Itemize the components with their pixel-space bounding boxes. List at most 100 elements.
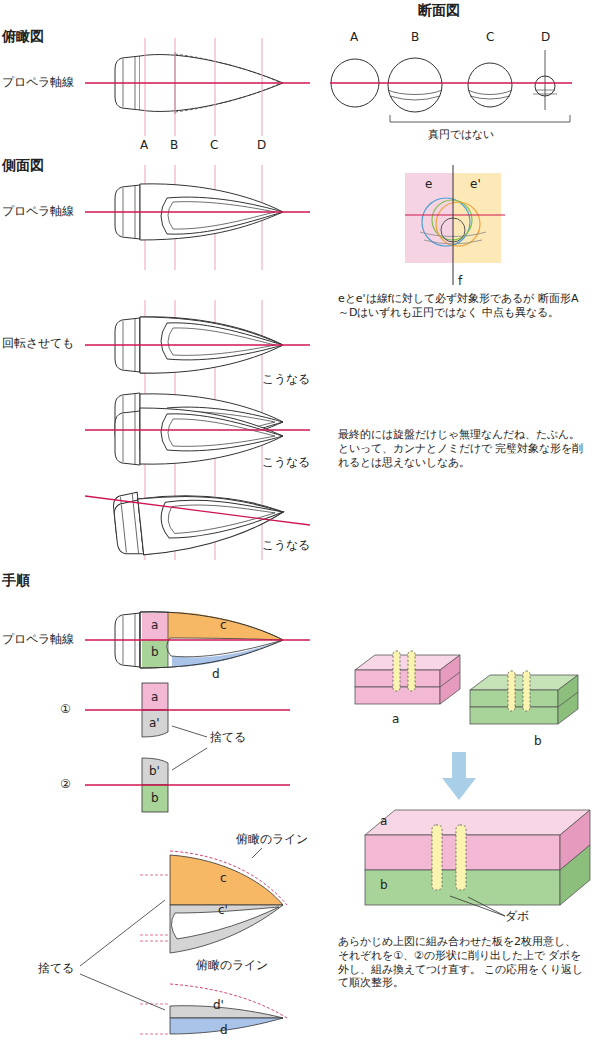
symmetry-figure <box>405 165 505 285</box>
cross-sections <box>331 50 570 122</box>
label: d' <box>213 998 224 1013</box>
axis-line <box>85 344 310 345</box>
axis-line <box>85 211 310 212</box>
cut-piece-d <box>170 984 287 1018</box>
note-text: あらかじめ上図に組み合わせた板を2枚用意し、 それぞれを①、②の形状に削り出した… <box>338 935 588 990</box>
label: a <box>392 712 399 727</box>
label: ダボ <box>505 909 529 924</box>
label: D <box>541 30 550 45</box>
cut-piece-c <box>170 851 287 905</box>
axis-line <box>85 496 310 525</box>
section-line <box>262 38 263 136</box>
label: b <box>151 645 159 660</box>
label: e' <box>470 177 481 192</box>
leader-line <box>80 900 165 1010</box>
label: B <box>411 30 419 45</box>
leader-line <box>450 896 505 916</box>
section-line <box>175 38 176 136</box>
label: プロペラ軸線 <box>2 632 74 647</box>
block-a <box>355 651 460 704</box>
cut-piece <box>142 710 168 737</box>
label: 側面図 <box>2 157 44 175</box>
label: プロペラ軸線 <box>2 75 74 90</box>
block-combined <box>365 810 590 905</box>
block-combined <box>365 810 590 835</box>
cross-sections <box>390 115 570 122</box>
label: 真円ではない <box>428 128 494 142</box>
label: f <box>458 274 462 289</box>
label: D <box>257 138 266 153</box>
label: a <box>151 690 158 705</box>
note-text: eとe'は線fに対して必ず対象形であるが 断面形A～Dはいずれも正円ではなく 中… <box>338 292 588 320</box>
cut-piece <box>142 683 168 710</box>
section-line <box>215 38 216 136</box>
label: こうなる <box>262 538 310 553</box>
label: a <box>151 618 158 633</box>
note-text: 最終的には旋盤だけじゃ無理なんだね、たぶん。 といって、カンナとノミだけで 完璧… <box>338 428 588 469</box>
axis-line <box>330 82 572 83</box>
label: b <box>151 791 159 806</box>
procedure-view <box>142 640 168 667</box>
rotated-view <box>112 477 286 557</box>
cut-piece-d <box>170 1006 283 1018</box>
label: B <box>170 138 178 153</box>
label: こうなる <box>262 372 310 387</box>
label: こうなる <box>262 455 310 470</box>
axis-line <box>85 429 310 430</box>
cut-piece-d <box>140 1004 170 1034</box>
label: 捨てる <box>38 961 74 976</box>
block-b <box>470 671 578 724</box>
cross-sections <box>468 63 512 107</box>
symmetry-figure <box>405 214 505 215</box>
block-a <box>408 651 415 691</box>
cross-sections <box>533 90 557 94</box>
label: 俯瞰のライン <box>236 832 308 847</box>
label: d <box>220 1023 228 1038</box>
block-a <box>440 655 460 704</box>
label: b' <box>149 764 160 779</box>
axis-line <box>85 639 310 640</box>
cut-piece <box>142 683 168 812</box>
leader-line <box>252 848 262 858</box>
label: c <box>220 618 227 633</box>
label: d <box>212 667 220 682</box>
label: ① <box>60 702 71 717</box>
block-b <box>523 671 530 711</box>
procedure-view <box>168 612 283 640</box>
cut-piece <box>142 785 168 812</box>
label: b <box>380 878 388 893</box>
cross-sections <box>388 58 442 112</box>
label: 断面図 <box>418 2 460 20</box>
label: C <box>486 30 494 45</box>
axis-line <box>85 709 290 710</box>
label: e <box>425 177 432 192</box>
arrow-down <box>452 752 466 778</box>
block-b <box>558 692 578 707</box>
label: c <box>220 871 227 886</box>
block-a <box>393 651 400 691</box>
leader-line <box>172 726 207 770</box>
axis-line <box>85 784 290 785</box>
label: C <box>210 138 218 153</box>
cross-sections <box>388 90 442 100</box>
label: プロペラ軸線 <box>2 204 74 219</box>
label: a <box>380 814 387 829</box>
label: 捨てる <box>210 730 246 745</box>
rotated-view <box>140 408 283 464</box>
label: 回転させても <box>2 336 74 351</box>
cut-piece <box>142 758 168 785</box>
rotated-view <box>115 411 140 465</box>
label: b <box>534 734 542 749</box>
cross-sections <box>545 50 546 110</box>
block-combined <box>432 825 442 890</box>
label: 手順 <box>2 572 30 590</box>
label: a' <box>149 716 160 731</box>
label: A <box>140 138 148 153</box>
label: 俯瞰図 <box>2 28 44 46</box>
symmetry-figure <box>453 165 454 285</box>
symmetry-figure <box>453 173 501 263</box>
label: ② <box>60 777 71 792</box>
label: c' <box>218 903 228 918</box>
